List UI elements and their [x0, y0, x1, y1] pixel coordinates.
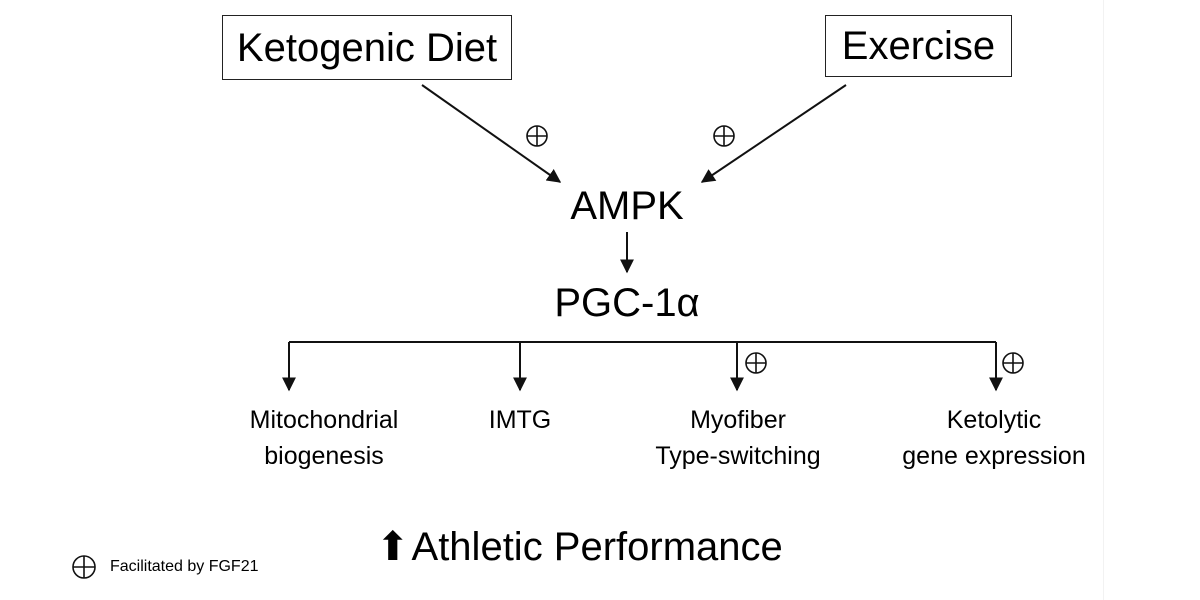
ketogenic-diet-box: Ketogenic Diet	[222, 15, 512, 80]
legend-fgf21-icon	[72, 555, 96, 579]
target-mitochondrial-biogenesis: Mitochondrial biogenesis	[249, 406, 399, 471]
up-arrow-icon: ⬆	[376, 525, 410, 569]
target-imtg: IMTG	[488, 406, 552, 434]
diet-to-ampk-arrow	[421, 84, 562, 183]
target-myofiber-type-switching: Myofiber Type-switching	[655, 406, 821, 471]
right-edge-line	[1103, 0, 1104, 600]
exercise-label: Exercise	[841, 24, 996, 68]
target-ketolytic-gene-expression: Ketolytic gene expression	[902, 406, 1086, 471]
ampk-node: AMPK	[570, 184, 684, 228]
pgc1a-node: PGC-1α	[554, 281, 700, 325]
ketogenic-diet-label: Ketogenic Diet	[236, 25, 498, 70]
exercise-box: Exercise	[825, 15, 1012, 77]
ketolytic-fgf21-marker	[1002, 352, 1024, 374]
myofiber-fgf21-marker	[745, 352, 767, 374]
outcome: ⬆ Athletic Performance	[376, 527, 783, 567]
exercise-fgf21-marker	[713, 125, 735, 147]
outcome-text: Athletic Performance	[411, 525, 783, 569]
exercise-to-ampk-arrow	[700, 84, 847, 183]
legend-text: Facilitated by FGF21	[110, 558, 259, 575]
diet-fgf21-marker	[526, 125, 548, 147]
